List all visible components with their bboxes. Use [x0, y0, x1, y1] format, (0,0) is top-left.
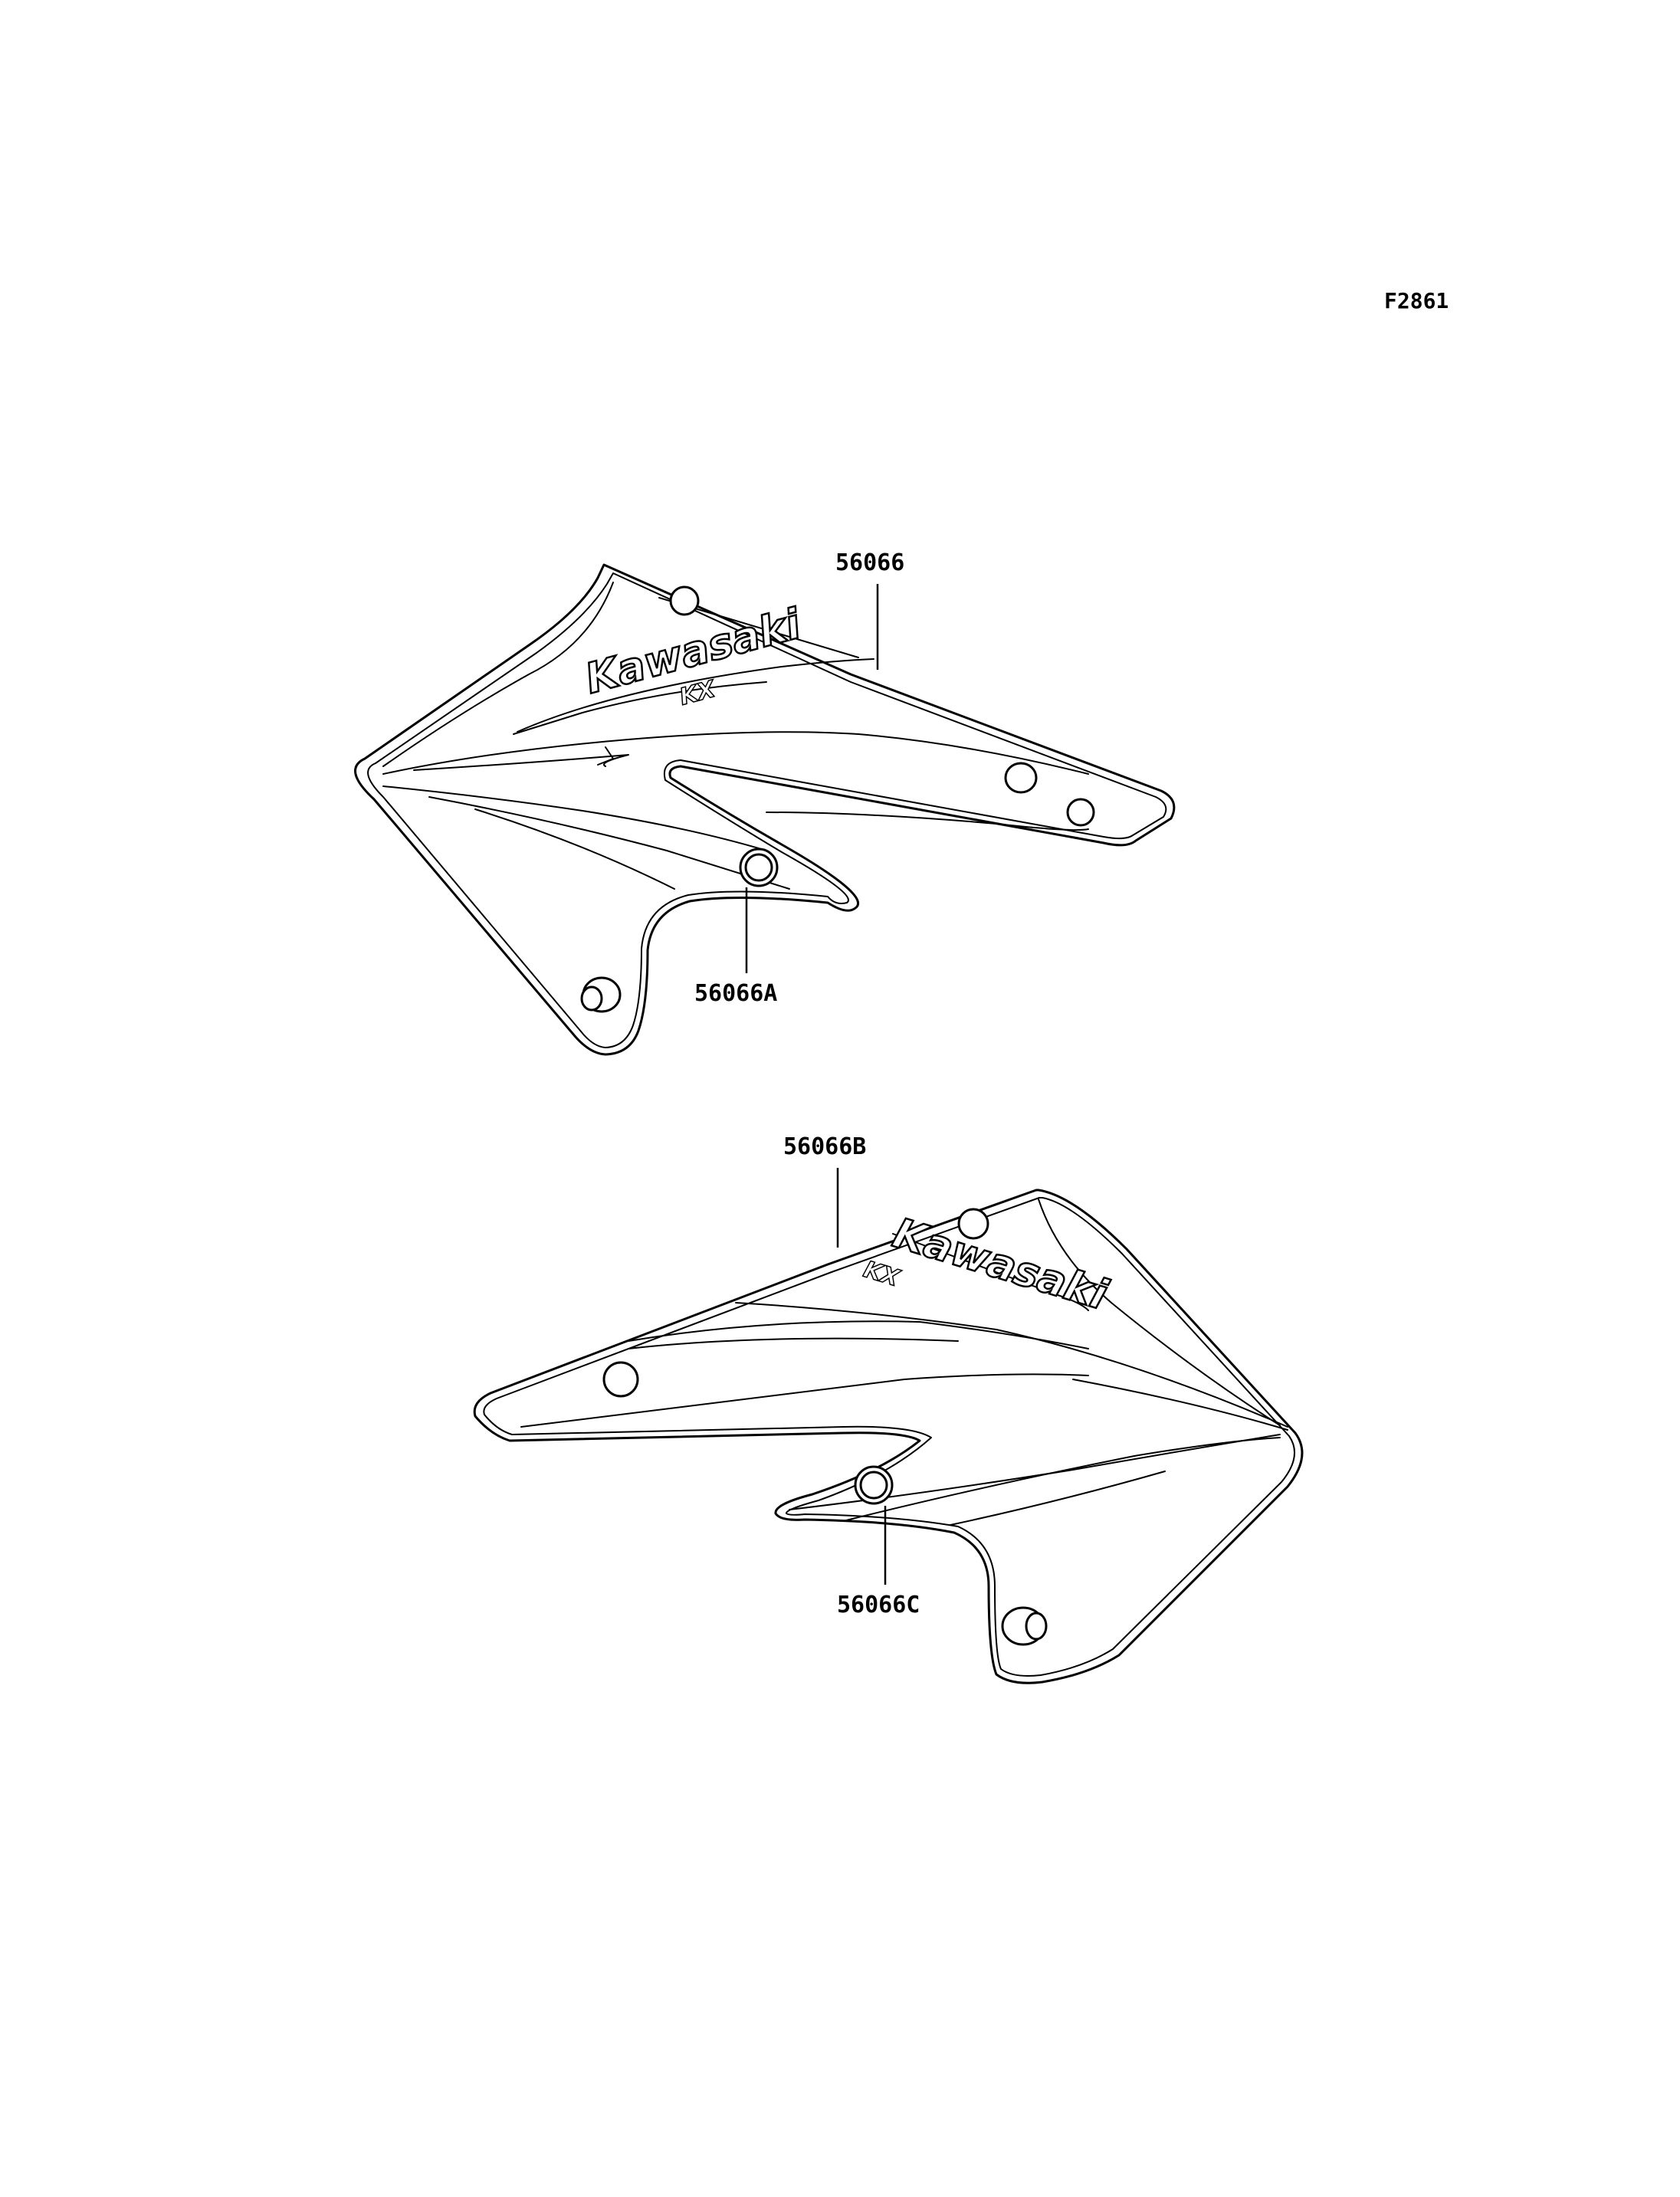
figure-code: F2861	[1384, 288, 1449, 313]
lower-model-logo: KX	[861, 1256, 904, 1293]
label-upper-patch: 56066A	[694, 980, 777, 1007]
lower-brand-logo: Kawasaki	[888, 1208, 1114, 1320]
upper-model-logo: KX	[677, 675, 720, 710]
label-lower-patch: 56066C	[837, 1592, 920, 1618]
label-lower-decal: 56066B	[783, 1133, 866, 1160]
label-upper-decal: 56066	[835, 549, 904, 576]
upper-shroud-decal: Kawasaki KX	[354, 563, 1176, 1056]
